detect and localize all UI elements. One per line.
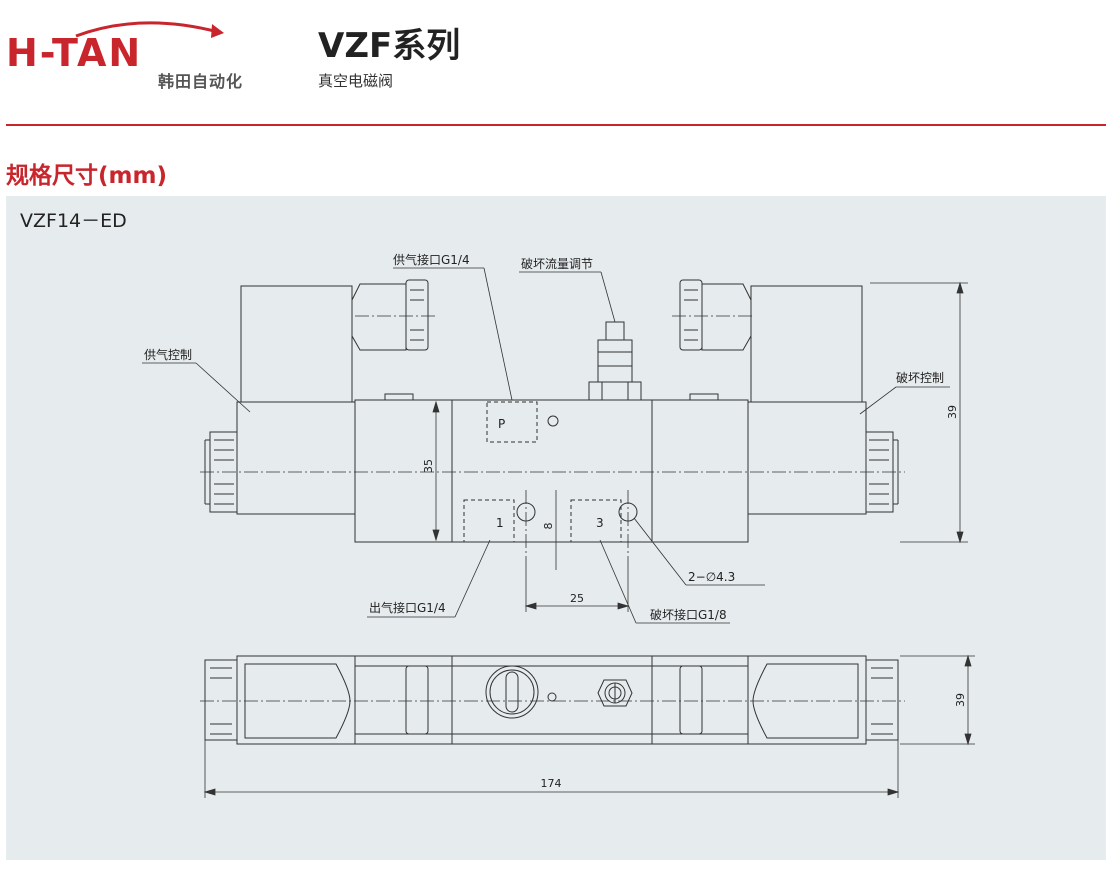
dim-port-spacing: 8 [542, 523, 555, 530]
callout-break-port: 破坏接口G1/8 [650, 607, 727, 622]
header-divider [6, 124, 1106, 126]
callout-outlet-port: 出气接口G1/4 [369, 600, 446, 615]
callout-break-flow-adjust: 破坏流量调节 [521, 256, 593, 271]
callout-holes: 2−∅4.3 [688, 570, 735, 584]
logo-wordmark: H-TAN [6, 31, 142, 75]
callout-break-control: 破坏控制 [896, 370, 944, 385]
callout-supply-control: 供气控制 [144, 347, 192, 362]
model-label: VZF14－ED [20, 210, 127, 232]
right-coil [747, 401, 867, 515]
port-3-label: 3 [596, 516, 604, 530]
dim-hole-spacing: 25 [570, 592, 584, 605]
brand-subtitle: 韩田自动化 [158, 72, 244, 91]
top-view-body [354, 655, 749, 745]
htan-logo: H-TAN [6, 21, 224, 75]
product-name: 真空电磁阀 [318, 72, 394, 90]
series-title: VZF系列 [318, 26, 461, 66]
valve-body [354, 399, 749, 543]
dim-body-height: 35 [422, 459, 435, 473]
port-p-label: P [498, 417, 505, 431]
port-1-label: 1 [496, 516, 504, 530]
dim-total-height: 39 [946, 405, 959, 419]
left-coil [236, 401, 356, 515]
callout-supply-port: 供气接口G1/4 [393, 252, 470, 267]
section-title: 规格尺寸(mm) [6, 163, 167, 189]
dim-total-length: 174 [541, 777, 562, 790]
dim-top-view-height: 39 [954, 693, 967, 707]
